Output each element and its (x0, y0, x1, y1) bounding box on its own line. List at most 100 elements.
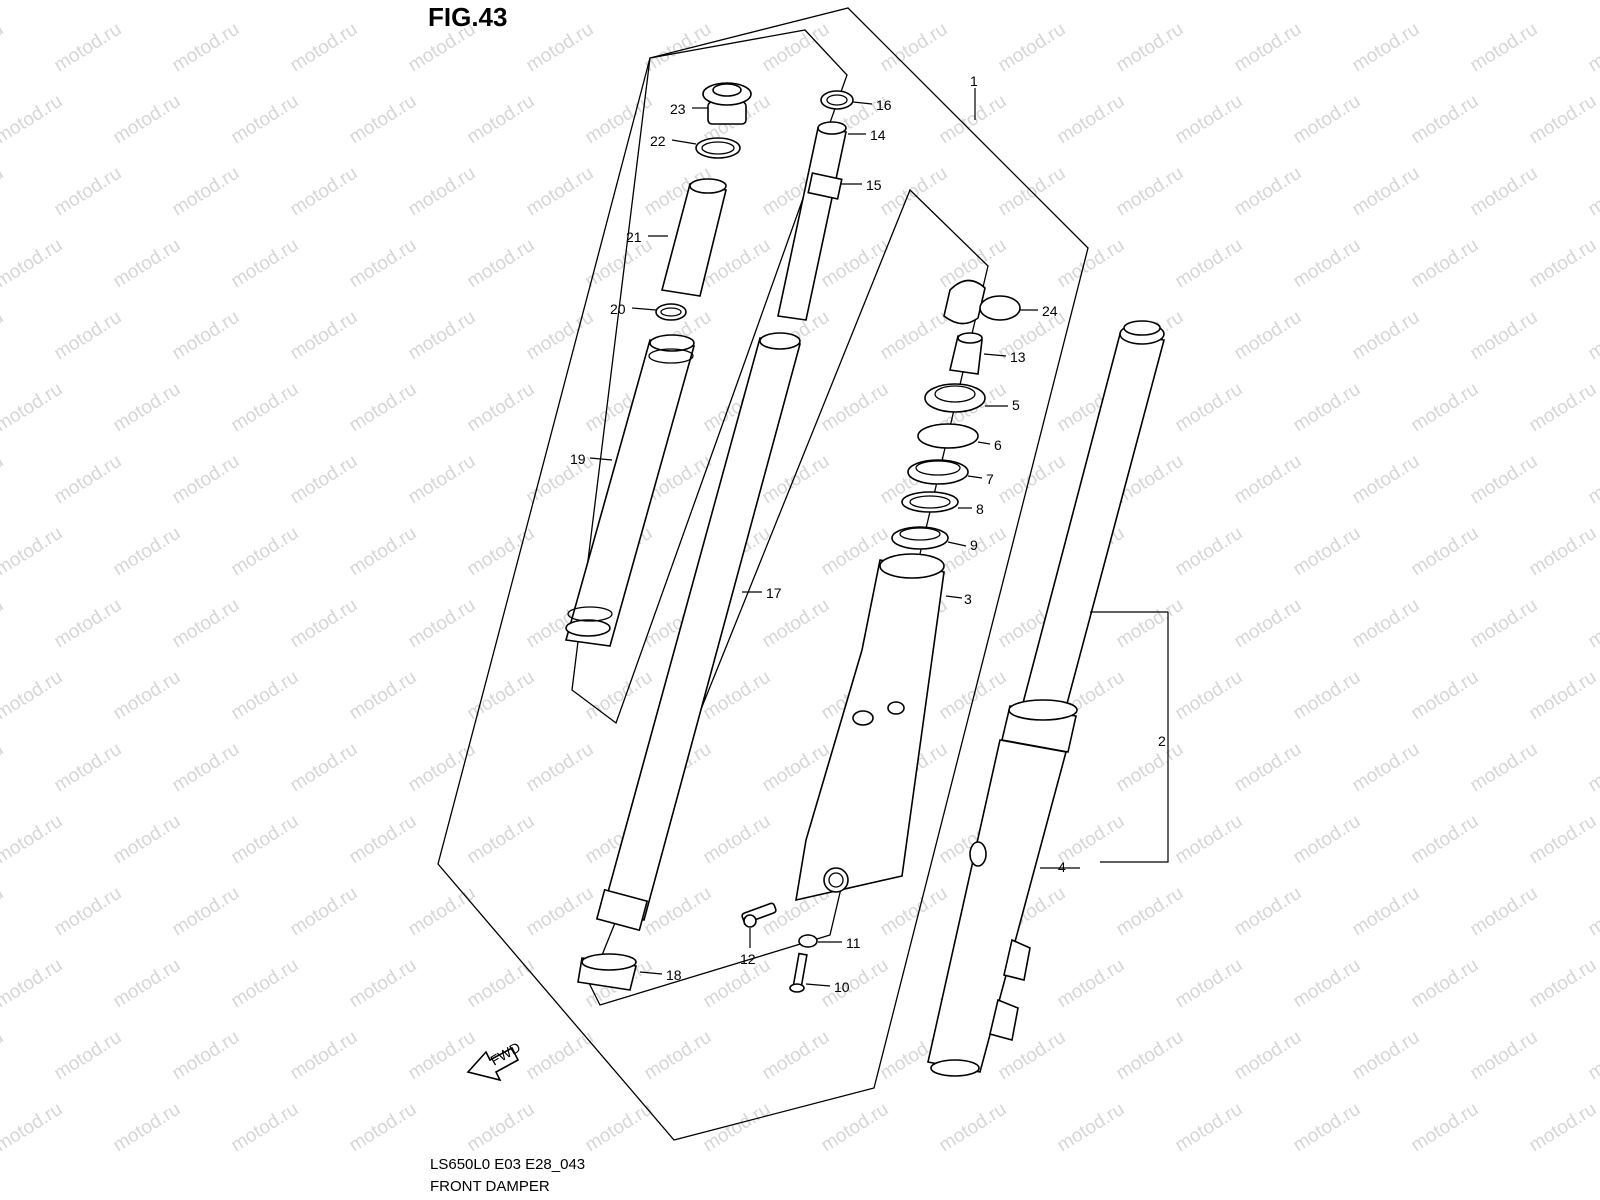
watermark-text: motod.ru (1585, 1027, 1600, 1085)
callout-12: 12 (740, 951, 756, 967)
watermark-text: motod.ru (287, 307, 362, 365)
watermark-text: motod.ru (1526, 667, 1600, 725)
watermark-text: motod.ru (1467, 451, 1542, 509)
watermark-text: motod.ru (1290, 91, 1365, 149)
callout-14: 14 (870, 127, 886, 143)
callout-5: 5 (1012, 397, 1020, 413)
watermark-text: motod.ru (1172, 91, 1247, 149)
watermark-text: motod.ru (1585, 595, 1600, 653)
watermark-text: motod.ru (1349, 163, 1424, 221)
watermark-text: motod.ru (228, 91, 303, 149)
watermark-text: motod.ru (700, 811, 775, 869)
watermark-text: motod.ru (1585, 163, 1600, 221)
watermark-text: motod.ru (464, 955, 539, 1013)
watermark-text: motod.ru (1172, 235, 1247, 293)
watermark-text: motod.ru (1172, 0, 1247, 4)
watermark-text: motod.ru (346, 235, 421, 293)
watermark-text: motod.ru (1408, 1099, 1483, 1157)
callout-8: 8 (976, 501, 984, 517)
watermark-text: motod.ru (0, 19, 7, 77)
watermark-text: motod.ru (641, 1027, 716, 1085)
watermark-text: motod.ru (0, 307, 7, 365)
part-8-washer (901, 491, 959, 513)
watermark-text: motod.ru (346, 1099, 421, 1157)
watermark-text: motod.ru (818, 379, 893, 437)
watermark-text: motod.ru (464, 811, 539, 869)
part-4-outer-tube-lower (927, 739, 1067, 1077)
watermark-text: motod.ru (228, 955, 303, 1013)
watermark-text: motod.ru (169, 163, 244, 221)
watermark-text: motod.ru (1054, 0, 1129, 4)
part-16-ring (820, 90, 854, 110)
watermark-text: motod.ru (169, 19, 244, 77)
watermark-text: motod.ru (1526, 235, 1600, 293)
watermark-text: motod.ru (759, 595, 834, 653)
watermark-text: motod.ru (582, 0, 657, 4)
watermark-text: motod.ru (582, 235, 657, 293)
watermark-text: motod.ru (759, 1027, 834, 1085)
callout-3: 3 (964, 591, 972, 607)
watermark-text: motod.ru (1113, 739, 1188, 797)
watermark-text: motod.ru (0, 523, 66, 581)
callout-20: 20 (610, 301, 626, 317)
watermark-text: motod.ru (1349, 1027, 1424, 1085)
callout-7: 7 (986, 471, 994, 487)
watermark-text: motod.ru (0, 1027, 7, 1085)
watermark-text: motod.ru (51, 163, 126, 221)
part-19-fork-spring (564, 334, 696, 647)
part-10-drain-bolt (789, 952, 808, 993)
watermark-text: motod.ru (995, 19, 1070, 77)
leader-lines (589, 88, 1169, 987)
watermark-text: motod.ru (1172, 811, 1247, 869)
watermark-text: motod.ru (1408, 91, 1483, 149)
watermark-text: motod.ru (0, 739, 7, 797)
watermark-text: motod.ru (287, 739, 362, 797)
part-7-oil-seal (907, 459, 969, 485)
part-21-spacer (661, 178, 727, 297)
watermark-text: motod.ru (1054, 1099, 1129, 1157)
watermark-text: motod.ru (346, 523, 421, 581)
watermark-text: motod.ru (523, 163, 598, 221)
watermark-text: motod.ru (0, 811, 66, 869)
watermark-text: motod.ru (346, 955, 421, 1013)
watermark-text: motod.ru (1526, 1099, 1600, 1157)
part-24-oil-lock-piece (943, 279, 1021, 325)
watermark-text: motod.ru (0, 0, 66, 4)
watermark-text: motod.ru (287, 883, 362, 941)
callout-15: 15 (866, 177, 882, 193)
watermark-text: motod.ru (1467, 595, 1542, 653)
figure-title: FIG.43 (428, 2, 508, 32)
callout-19: 19 (570, 451, 586, 467)
callout-22: 22 (650, 133, 666, 149)
watermark-text: motod.ru (1054, 91, 1129, 149)
watermark-text: motod.ru (1526, 379, 1600, 437)
watermark-text: motod.ru (110, 523, 185, 581)
watermark-text: motod.ru (228, 0, 303, 4)
callout-11: 11 (846, 935, 861, 951)
watermark-text: motod.ru (1231, 739, 1306, 797)
watermark-text: motod.ru (1172, 1099, 1247, 1157)
watermark-text: motod.ru (1113, 163, 1188, 221)
watermark-text: motod.ru (169, 307, 244, 365)
watermark-text: motod.ru (0, 667, 66, 725)
watermark-text: motod.ru (1290, 667, 1365, 725)
watermark-text: motod.ru (346, 91, 421, 149)
watermark-text: motod.ru (51, 307, 126, 365)
watermark-text: motod.ru (759, 451, 834, 509)
watermark-text: motod.ru (0, 883, 7, 941)
watermark-text: motod.ru (1349, 307, 1424, 365)
watermark-text: motod.ru (1408, 379, 1483, 437)
watermark-text: motod.ru (1585, 739, 1600, 797)
watermark-text: motod.ru (1349, 883, 1424, 941)
watermark-text: motod.ru (464, 1099, 539, 1157)
watermark-text: motod.ru (228, 235, 303, 293)
watermark-text: motod.ru (523, 1027, 598, 1085)
watermark-text: motod.ru (169, 451, 244, 509)
callout-10: 10 (834, 979, 850, 995)
watermark-text: motod.ru (51, 19, 126, 77)
watermark-text: motod.ru (700, 1099, 775, 1157)
callout-4: 4 (1058, 859, 1066, 875)
watermark-text: motod.ru (936, 0, 1011, 4)
watermark-text: motod.ru (1231, 595, 1306, 653)
watermark-text: motod.ru (405, 451, 480, 509)
